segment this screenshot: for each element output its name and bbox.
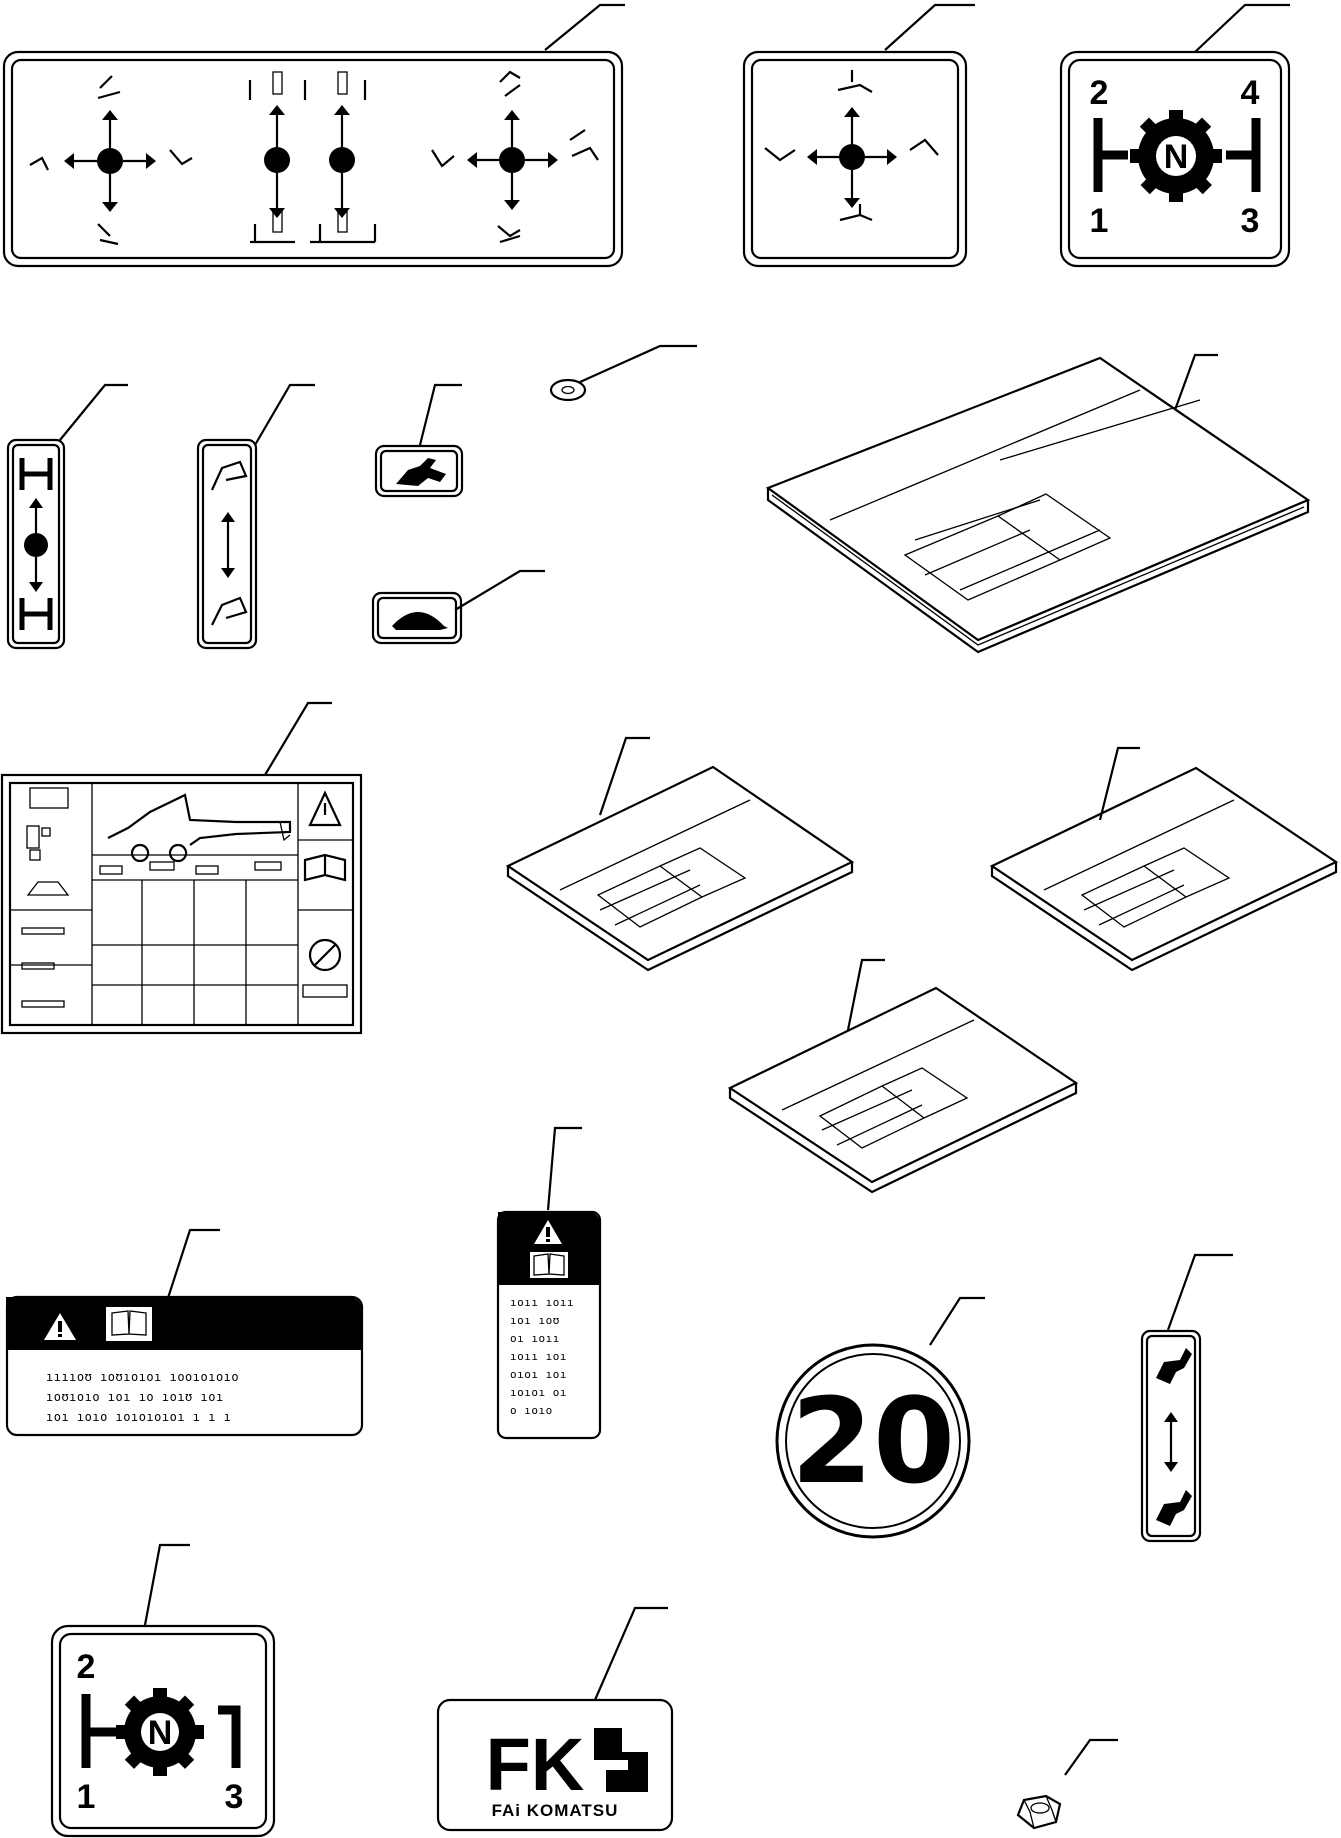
manual-book-icon xyxy=(303,853,347,882)
operator-manual-mid-left xyxy=(505,765,855,972)
warning-label-tall: ıoıı ıoıı ıoı ıoʊ oı ıoıı ıoıı ıoı oıoı … xyxy=(496,1210,602,1440)
control-pattern-decal-wide xyxy=(2,50,624,268)
warning-text-line-3: ıoı ıoıo ıoıoıoıoı ı ı ı xyxy=(46,1410,231,1424)
gear-3-label: 3 xyxy=(225,1778,244,1816)
brand-mark-graphic xyxy=(594,1728,648,1792)
tall-warning-line-5: oıoı ıoı xyxy=(510,1368,567,1381)
gear-shift-decal-4-speed: N 2 4 1 3 xyxy=(1059,50,1291,268)
manual-book-icon xyxy=(530,1252,568,1278)
neutral-label: N xyxy=(1164,138,1189,176)
warning-text-line-1: ııııoʊ ıoʊıoıoı ıooıoıoıo xyxy=(46,1370,239,1384)
bucket-tilt-decal xyxy=(196,438,258,650)
manual-book-icon xyxy=(106,1307,152,1341)
bucket-cross-pattern-icon xyxy=(431,70,599,244)
steering-mode-decal xyxy=(6,438,66,650)
no-entry-icon xyxy=(308,938,342,972)
warning-triangle-icon xyxy=(44,1313,76,1340)
leader-lines xyxy=(59,3,1290,1776)
brand-logo-decal: FK FAi KOMATSU xyxy=(436,1698,674,1832)
washer-part xyxy=(549,378,587,402)
nut-part xyxy=(1016,1794,1062,1830)
tall-warning-line-3: oı ıoıı xyxy=(510,1332,560,1345)
gear-4-label: 4 xyxy=(1241,74,1260,112)
gear-2-label: 2 xyxy=(1090,74,1109,112)
warning-text-line-2: ıoʊıoıo ıoı ıo ıoıʊ ıoı xyxy=(46,1390,224,1404)
gear-2-label: 2 xyxy=(77,1648,96,1686)
gear-shift-decal-3-speed: N 2 1 3 xyxy=(50,1624,276,1838)
speed-limit-value: 20 xyxy=(791,1372,955,1510)
tall-warning-line-4: ıoıı ıoı xyxy=(510,1350,567,1363)
gear-icon: N xyxy=(116,1688,204,1776)
hitch-lock-decal xyxy=(1140,1329,1202,1543)
gear-1-label: 1 xyxy=(1090,202,1109,240)
load-chart-plate xyxy=(0,773,363,1035)
tall-warning-line-6: ıoıoı oı xyxy=(510,1386,567,1399)
speed-limit-decal: 20 xyxy=(775,1343,971,1539)
warning-triangle-icon xyxy=(534,1220,562,1244)
tortoise-icon xyxy=(392,612,448,630)
warning-label-wide: ııııoʊ ıoʊıoıoı ıooıoıoıo ıoʊıoıo ıoı ıo… xyxy=(5,1295,364,1437)
loader-cross-pattern-icon xyxy=(29,75,193,246)
operator-manual-lower xyxy=(727,986,1079,1194)
operator-manual-large xyxy=(765,356,1311,654)
warning-triangle-icon xyxy=(308,790,342,827)
control-pattern-decal-square xyxy=(742,50,968,268)
boom-lift-pair-icon xyxy=(248,71,377,244)
operator-manual-mid-right xyxy=(989,766,1339,972)
brand-mark: FK xyxy=(486,1723,585,1806)
tall-warning-line-2: ıoı ıoʊ xyxy=(510,1314,560,1327)
tall-warning-line-1: ıoıı ıoıı xyxy=(510,1296,574,1309)
gear-3-label: 3 xyxy=(1241,202,1260,240)
gear-1-label: 1 xyxy=(77,1778,96,1816)
fast-speed-decal xyxy=(374,444,464,498)
hare-icon xyxy=(396,458,446,486)
backhoe-loader-silhouette xyxy=(107,793,292,863)
tall-warning-line-7: o ıoıo xyxy=(510,1404,553,1417)
slow-speed-decal xyxy=(371,591,463,645)
brand-name: FAi KOMATSU xyxy=(492,1801,619,1820)
neutral-label: N xyxy=(148,1714,173,1752)
gear-icon: N xyxy=(1130,110,1222,202)
